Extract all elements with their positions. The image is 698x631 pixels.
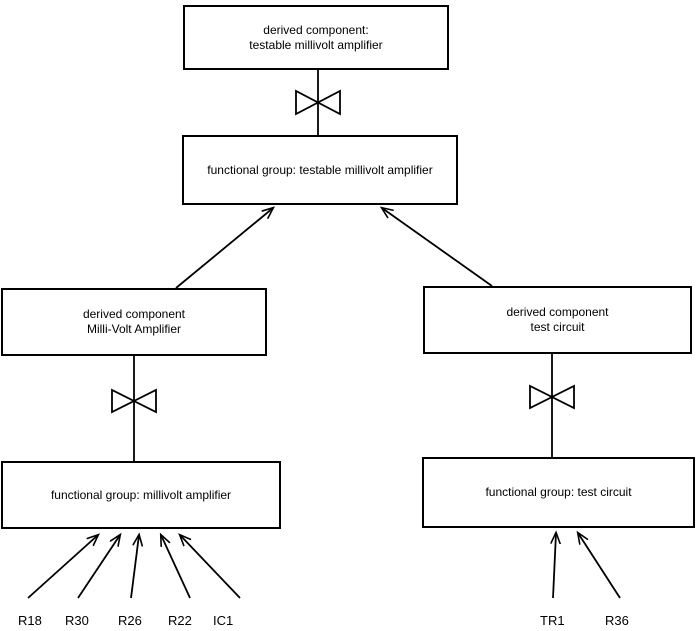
leaf-label-r36[interactable]: R36	[605, 613, 629, 628]
node-functional-group-millivolt-amplifier[interactable]: functional group: millivolt amplifier	[1, 461, 281, 529]
leaf-label-r26[interactable]: R26	[118, 613, 142, 628]
derivation-link-left	[111, 356, 157, 461]
node-derived-milli-volt-amplifier[interactable]: derived component Milli-Volt Amplifier	[1, 288, 267, 356]
node-derived-test-circuit[interactable]: derived component test circuit	[423, 286, 692, 354]
leaf-label-ic1[interactable]: IC1	[213, 613, 234, 628]
node-functional-group-testable-millivolt-amplifier[interactable]: functional group: testable millivolt amp…	[182, 135, 458, 205]
composition-arrows-millivolt-leaves	[27, 535, 241, 599]
node-label: derived component Milli-Volt Amplifier	[82, 307, 186, 336]
node-label: functional group: test circuit	[485, 485, 632, 499]
leaf-label-r22[interactable]: R22	[168, 613, 192, 628]
derivation-link-top	[295, 70, 341, 135]
leaf-label-r18[interactable]: R18	[18, 613, 42, 628]
node-label: derived component test circuit	[506, 305, 609, 334]
composition-arrows-test-circuit-leaves	[553, 533, 621, 599]
node-derived-testable-millivolt-amplifier[interactable]: derived component: testable millivolt am…	[183, 5, 449, 70]
node-label: functional group: millivolt amplifier	[50, 487, 232, 502]
leaf-label-r30[interactable]: R30	[65, 613, 89, 628]
node-label: functional group: testable millivolt amp…	[207, 162, 433, 177]
node-label: derived component: testable millivolt am…	[249, 22, 383, 52]
node-functional-group-test-circuit[interactable]: functional group: test circuit	[422, 457, 695, 528]
derivation-link-right	[529, 354, 575, 457]
leaf-label-tr1[interactable]: TR1	[540, 613, 565, 628]
composition-arrows-upper	[175, 208, 493, 289]
